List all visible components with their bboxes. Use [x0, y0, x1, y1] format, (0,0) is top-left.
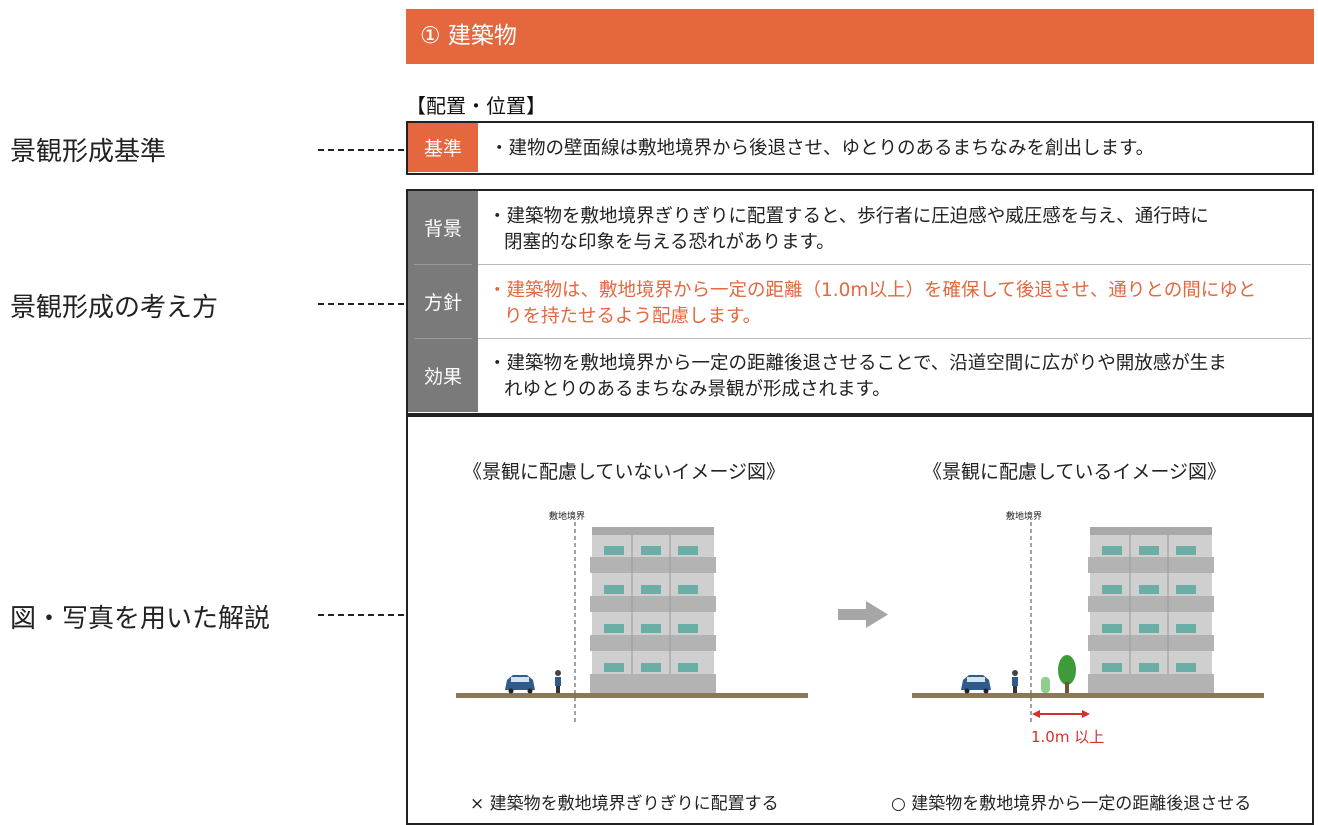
- right-building: [1088, 527, 1214, 695]
- right-boundary-label: 敷地境界: [1006, 510, 1042, 522]
- left-windows: [604, 546, 698, 672]
- side-label-approach: 景観形成の考え方: [10, 293, 219, 323]
- distance-arrow: [1032, 710, 1090, 718]
- row-divider: [478, 338, 1311, 339]
- side-label-standard: 景観形成基準: [10, 137, 167, 167]
- standard-text: ・建物の壁面線は敷地境界から後退させ、ゆとりのあるまちなみを創出します。: [490, 138, 1155, 159]
- effect-tag: 効果: [423, 366, 462, 388]
- background-text-line2: 閉塞的な印象を与える恐れがあります。: [504, 232, 835, 253]
- left-figure-title: 《景観に配慮していないイメージ図》: [463, 461, 786, 483]
- approach-box: 背景 ・建築物を敷地境界ぎりぎりに配置すると、歩行者に圧迫感や威圧感を与え、通行…: [406, 189, 1314, 415]
- right-ground: [912, 693, 1264, 698]
- right-car-icon: [961, 675, 991, 694]
- left-ground: [456, 693, 808, 698]
- right-pedestrian-icon: [1012, 670, 1018, 693]
- shrub-icon: [1041, 677, 1050, 693]
- connector-dash-diagram: [318, 614, 404, 616]
- connector-dash-standard: [318, 149, 404, 151]
- left-boundary-label: 敷地境界: [549, 510, 585, 522]
- tree-icon: [1058, 655, 1076, 693]
- background-tag: 背景: [423, 218, 462, 240]
- approach-tag-column: [408, 191, 478, 412]
- policy-text-line2: りを持たせるよう配慮します。: [504, 306, 762, 327]
- row-divider: [478, 264, 1311, 265]
- left-scene: 敷地境界: [456, 510, 808, 725]
- policy-text-line1: ・建築物は、敷地境界から一定の距離（1.0m以上）を確保して後退させ、通りとの間…: [488, 280, 1257, 301]
- effect-text-line1: ・建築物を敷地境界から一定の距離後退させることで、沿道空間に広がりや開放感が生ま: [488, 353, 1227, 374]
- left-building: [590, 527, 716, 695]
- left-pedestrian-icon: [555, 670, 561, 693]
- background-text-line1: ・建築物を敷地境界ぎりぎりに配置すると、歩行者に圧迫感や威圧感を与え、通行時に: [488, 206, 1209, 227]
- distance-label: 1.0m 以上: [1031, 728, 1104, 746]
- standard-tag: 基準: [408, 123, 478, 172]
- connector-dash-approach: [318, 303, 404, 305]
- left-car-icon: [505, 675, 535, 694]
- standard-box: 基準 ・建物の壁面線は敷地境界から後退させ、ゆとりのあるまちなみを創出します。: [406, 121, 1314, 175]
- tag-divider: [414, 264, 472, 265]
- effect-text-line2: れゆとりのあるまちなみ景観が形成されます。: [504, 379, 891, 400]
- right-scene: 敷地境界 1.0m 以上: [912, 510, 1264, 746]
- subheading: 【配置・位置】: [406, 94, 546, 118]
- transition-arrow-icon: [838, 601, 888, 628]
- right-caption: ○ 建築物を敷地境界から一定の距離後退させる: [891, 794, 1252, 814]
- right-windows: [1102, 546, 1196, 672]
- tag-divider: [414, 338, 472, 339]
- side-label-diagram: 図・写真を用いた解説: [10, 604, 271, 634]
- policy-tag: 方針: [423, 292, 462, 314]
- section-header: ① 建築物: [406, 9, 1314, 64]
- right-figure-title: 《景観に配慮しているイメージ図》: [923, 461, 1227, 483]
- left-caption: × 建築物を敷地境界ぎりぎりに配置する: [470, 794, 779, 814]
